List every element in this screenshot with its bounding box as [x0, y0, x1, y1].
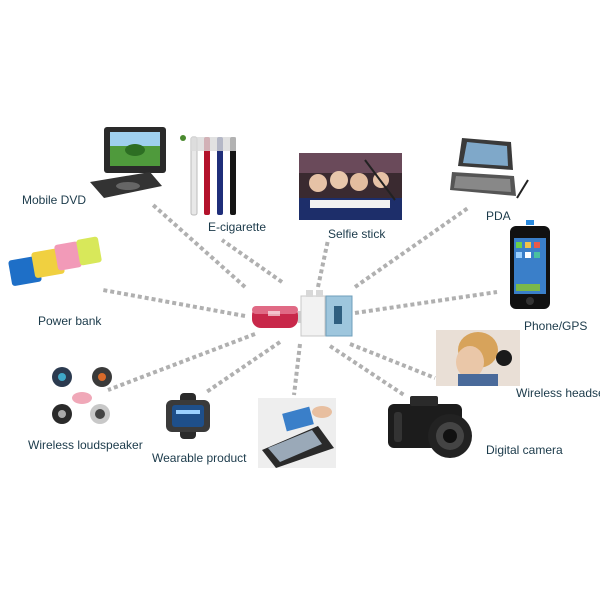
connector-pos-terminal: [292, 343, 302, 396]
connector-digital-camera: [328, 344, 406, 397]
label-digital-camera: Digital camera: [486, 443, 563, 457]
pda-device-icon: [450, 138, 529, 199]
connector-e-cigarette: [220, 238, 284, 284]
e-cigarette-icon: [180, 135, 236, 216]
label-mobile-dvd: Mobile DVD: [22, 193, 87, 207]
connector-wireless-headset: [349, 342, 436, 380]
label-wireless-headset: Wireless headset: [516, 386, 600, 400]
label-wearable-product: Wearable product: [152, 451, 247, 465]
dslr-camera-icon: [388, 396, 472, 458]
label-selfie-stick: Selfie stick: [328, 227, 386, 241]
connector-power-bank: [102, 288, 246, 318]
smartphone-icon: [510, 220, 550, 309]
connector-wearable-product: [203, 340, 282, 395]
portable-dvd-player-icon: [90, 127, 166, 198]
label-pda: PDA: [486, 209, 511, 223]
card-payment-terminal-icon: [258, 398, 336, 468]
connector-mobile-dvd: [150, 202, 247, 289]
wireless-headset-icon: [436, 330, 520, 386]
smartwatch-icon: [166, 393, 210, 439]
connector-selfie-stick: [316, 239, 330, 288]
bluetooth-speaker-icon: [52, 367, 112, 424]
label-wireless-loudspeaker: Wireless loudspeaker: [28, 438, 143, 452]
label-power-bank: Power bank: [38, 314, 102, 328]
label-e-cigarette: E-cigarette: [208, 220, 267, 234]
label-phone-gps: Phone/GPS: [524, 319, 588, 333]
connector-pda: [353, 206, 470, 289]
connector-lines: [102, 202, 498, 397]
connector-wireless-loudspeaker: [107, 332, 256, 392]
battery-cells-icon: [252, 290, 353, 337]
connector-phone-gps: [354, 290, 498, 315]
power-bank-icon: [8, 236, 102, 286]
selfie-photo-icon: [299, 153, 402, 220]
